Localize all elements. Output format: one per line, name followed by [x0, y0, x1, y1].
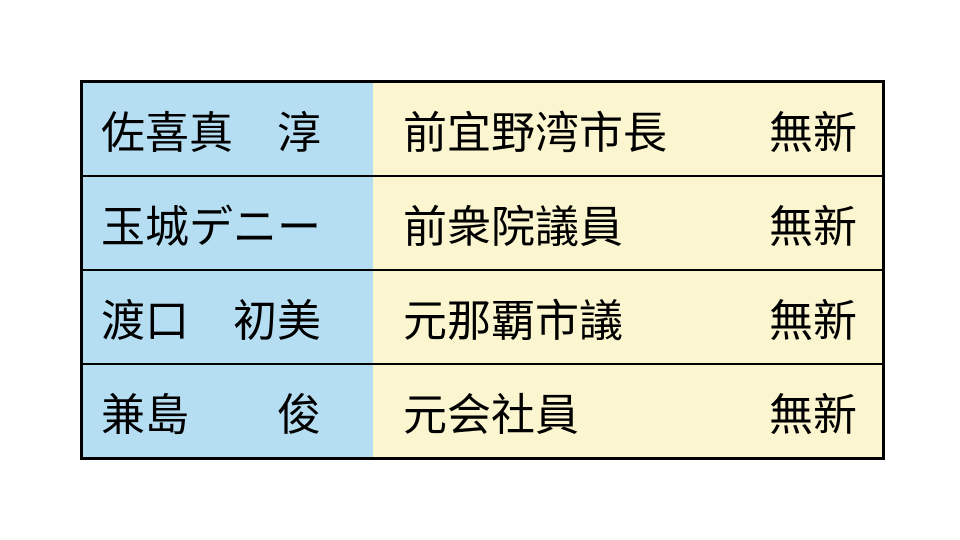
candidate-name-cell: 兼島 俊: [83, 365, 373, 457]
candidate-name: 玉城デニー: [101, 203, 321, 252]
candidate-name-cell: 佐喜真 淳: [83, 83, 373, 175]
candidate-info-cell: 元那覇市議 無新: [373, 271, 882, 363]
candidate-table: 佐喜真 淳 前宜野湾市長 無新 玉城デニー 前衆院議員 無新 渡口 初美 元那覇…: [80, 80, 885, 460]
candidate-title: 元那覇市議: [403, 297, 623, 346]
candidate-party-status: 無新: [769, 109, 857, 158]
candidate-party-status: 無新: [769, 203, 857, 252]
candidate-name: 佐喜真 淳: [101, 109, 321, 158]
candidate-party-status: 無新: [769, 297, 857, 346]
table-row: 兼島 俊 元会社員 無新: [83, 365, 882, 457]
candidate-name: 渡口 初美: [101, 297, 321, 346]
candidate-name-cell: 渡口 初美: [83, 271, 373, 363]
candidate-name-cell: 玉城デニー: [83, 177, 373, 269]
candidate-info-cell: 前宜野湾市長 無新: [373, 83, 882, 175]
table-row: 佐喜真 淳 前宜野湾市長 無新: [83, 83, 882, 177]
table-row: 渡口 初美 元那覇市議 無新: [83, 271, 882, 365]
candidate-info-cell: 元会社員 無新: [373, 365, 882, 457]
candidate-title: 前衆院議員: [403, 203, 623, 252]
candidate-name: 兼島 俊: [101, 391, 321, 440]
table-row: 玉城デニー 前衆院議員 無新: [83, 177, 882, 271]
candidate-info-cell: 前衆院議員 無新: [373, 177, 882, 269]
candidate-party-status: 無新: [769, 391, 857, 440]
candidate-title: 元会社員: [403, 391, 579, 440]
candidate-title: 前宜野湾市長: [403, 109, 667, 158]
